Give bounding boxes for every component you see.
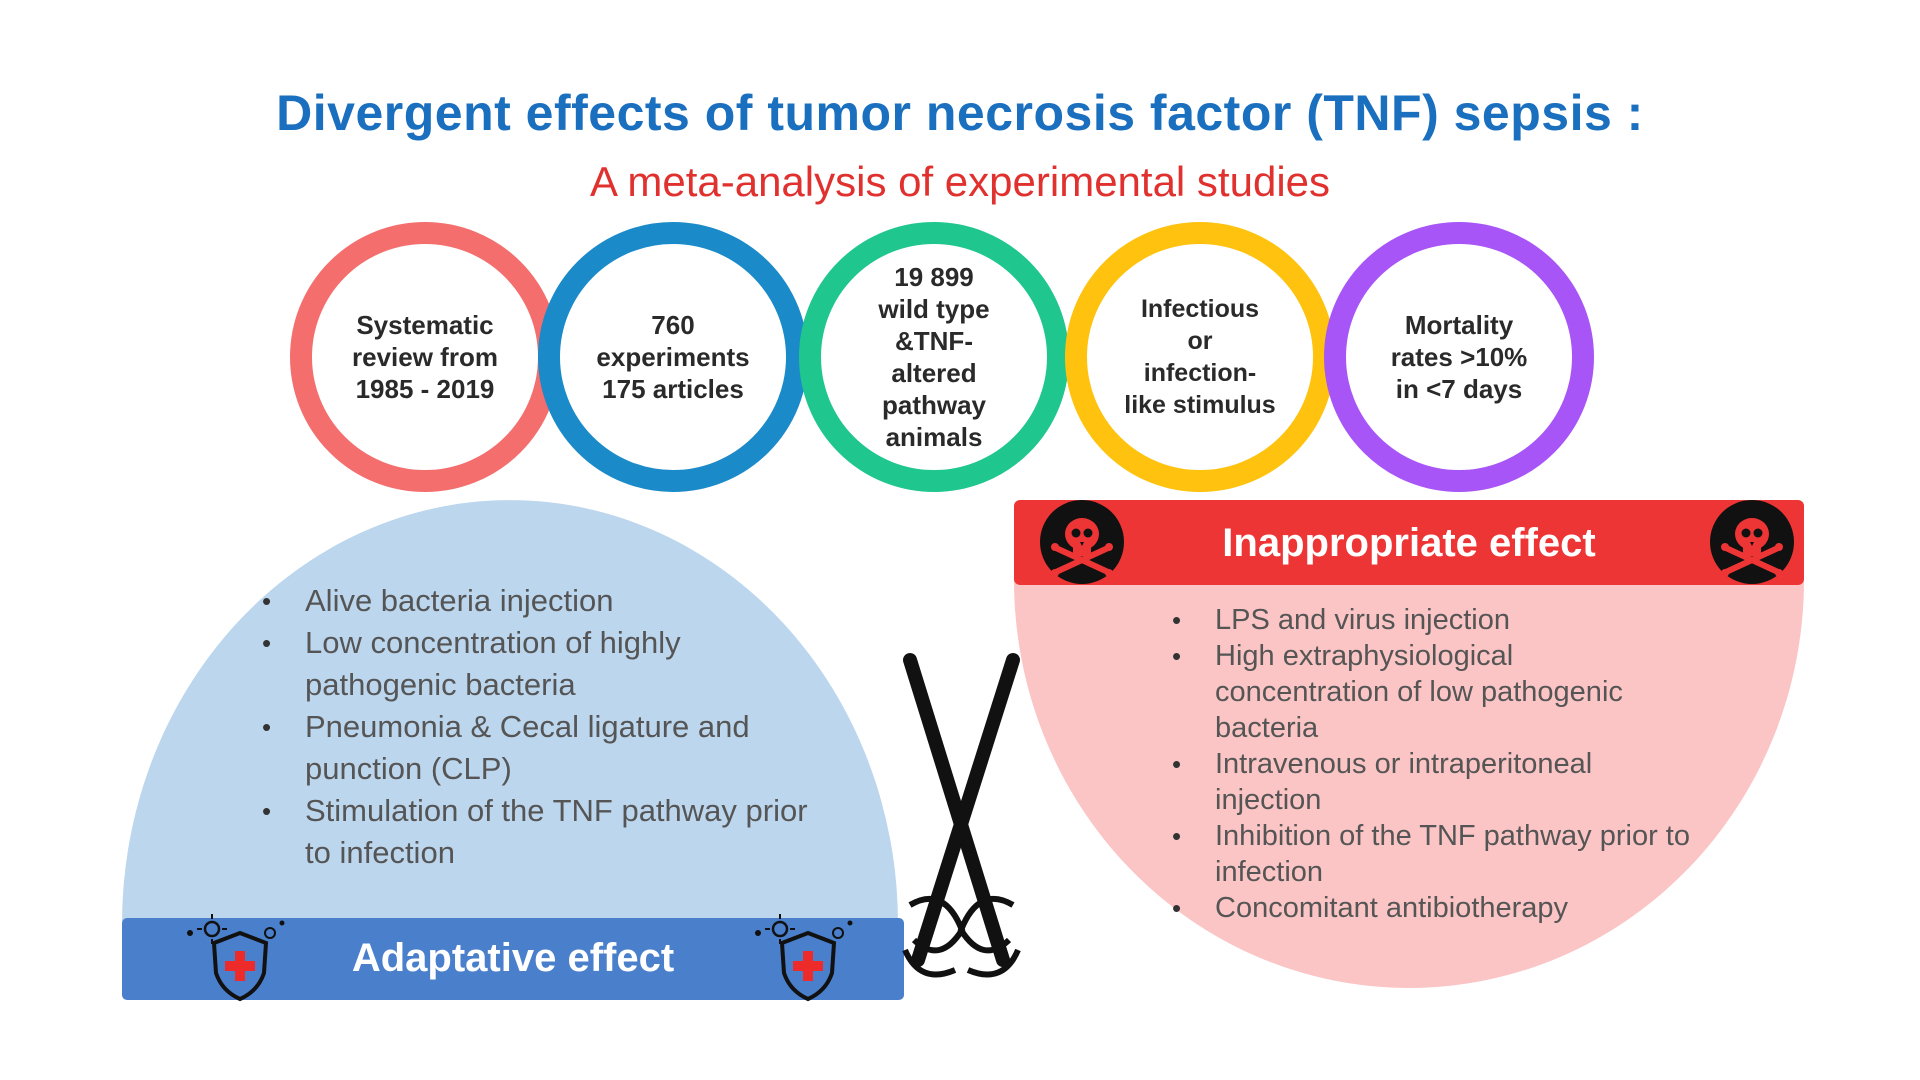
list-item: Inhibition of the TNF pathway prior to i… xyxy=(1172,818,1692,890)
list-item: Intravenous or intraperitoneal injection xyxy=(1172,746,1692,818)
list-item: LPS and virus injection xyxy=(1172,602,1692,638)
diagram-subtitle: A meta-analysis of experimental studies xyxy=(589,158,1331,205)
criterion-text: Systematic review from 1985 - 2019 xyxy=(352,310,498,404)
criterion-ring-review: Systematic review from 1985 - 2019 xyxy=(290,222,560,492)
adaptive-effect-label: Adaptative effect xyxy=(351,936,675,980)
criterion-ring-mortality: Mortality rates >10% in <7 days xyxy=(1324,222,1594,492)
list-item: Low concentration of highly pathogenic b… xyxy=(262,622,822,706)
diagram-title: Divergent effects of tumor necrosis fact… xyxy=(276,85,1644,141)
criterion-text: 19 899 wild type &TNF- altered pathway a… xyxy=(878,262,990,452)
criterion-ring-experiments: 760 experiments 175 articles xyxy=(538,222,808,492)
criterion-ring-stimulus: Infectious or infection- like stimulus xyxy=(1065,222,1335,492)
criterion-ring-animals: 19 899 wild type &TNF- altered pathway a… xyxy=(799,222,1069,492)
list-item: High extraphysiological concentration of… xyxy=(1172,638,1692,746)
inappropriate-list: LPS and virus injection High extraphysio… xyxy=(1172,602,1692,926)
list-item: Stimulation of the TNF pathway prior to … xyxy=(262,790,822,874)
inappropriate-effect-label: Inappropriate effect xyxy=(1222,521,1596,565)
adaptive-list: Alive bacteria injection Low concentrati… xyxy=(262,580,822,874)
criterion-text: Infectious or infection- like stimulus xyxy=(1124,295,1276,419)
criterion-text: 760 experiments 175 articles xyxy=(596,310,750,404)
list-item: Pneumonia & Cecal ligature and punction … xyxy=(262,706,822,790)
list-item: Concomitant antibiotherapy xyxy=(1172,890,1692,926)
list-item: Alive bacteria injection xyxy=(262,580,822,622)
crossed-swords-icon xyxy=(902,653,1021,978)
criterion-text: Mortality rates >10% in <7 days xyxy=(1390,310,1528,404)
